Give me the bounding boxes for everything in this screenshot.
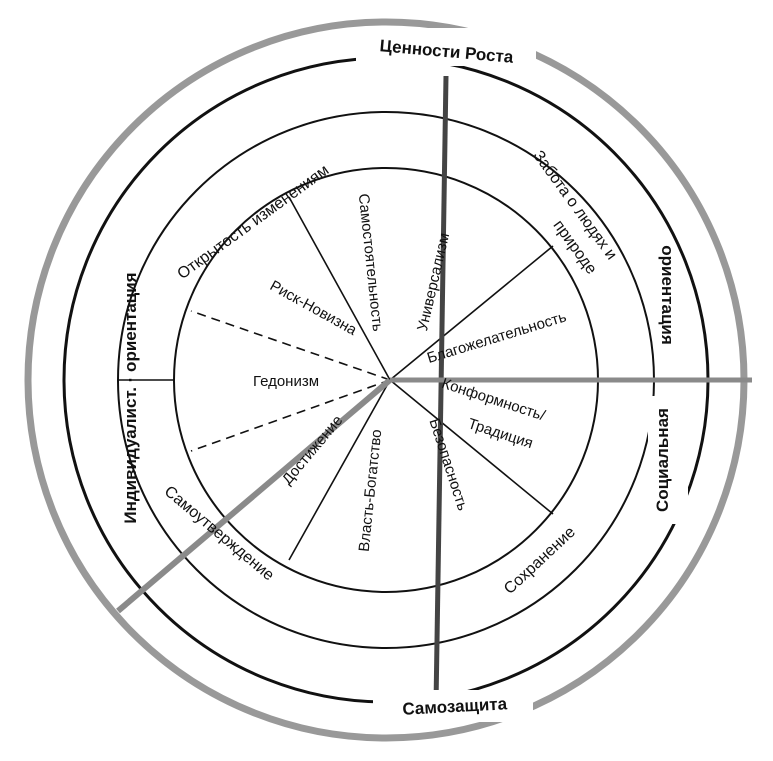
label-hedonism: Гедонизм xyxy=(253,373,319,390)
axis-diagonal xyxy=(116,377,392,614)
top-label-bg xyxy=(356,28,536,66)
right-a-label-bg xyxy=(648,396,688,524)
label-conformity-line2: Традиция xyxy=(466,415,535,452)
dashed-spoke-lower xyxy=(190,379,391,452)
label-security: Безопасность xyxy=(425,416,471,512)
label-openness-to-change: Открытость изменениям xyxy=(174,162,332,283)
label-benevolence: Благожелательность xyxy=(425,308,568,367)
label-self-enhancement: Самоутверждение xyxy=(161,483,277,584)
label-orientation-right: ориентация xyxy=(658,245,677,345)
axis-vertical xyxy=(433,75,449,705)
label-self-direction: Самостоятельность xyxy=(355,193,386,333)
spoke-self-direction xyxy=(288,196,391,381)
label-individualist-orientation: Индивидуалист. · ориентация xyxy=(121,272,140,523)
label-conservation: Сохранение xyxy=(501,524,579,598)
value-spokes xyxy=(288,196,554,561)
label-universalism: Универсализм xyxy=(414,231,453,332)
label-power-wealth: Власть-Богатство xyxy=(356,429,386,553)
bottom-label-bg xyxy=(373,690,533,722)
dashed-spoke-upper xyxy=(190,310,391,381)
label-stimulation: Риск-Новизна xyxy=(267,277,360,339)
spoke-benevolence xyxy=(389,245,554,381)
dashed-spokes xyxy=(190,310,391,452)
spoke-power xyxy=(288,379,391,561)
spoke-conformity xyxy=(389,379,554,515)
label-social: Социальная xyxy=(653,408,672,512)
